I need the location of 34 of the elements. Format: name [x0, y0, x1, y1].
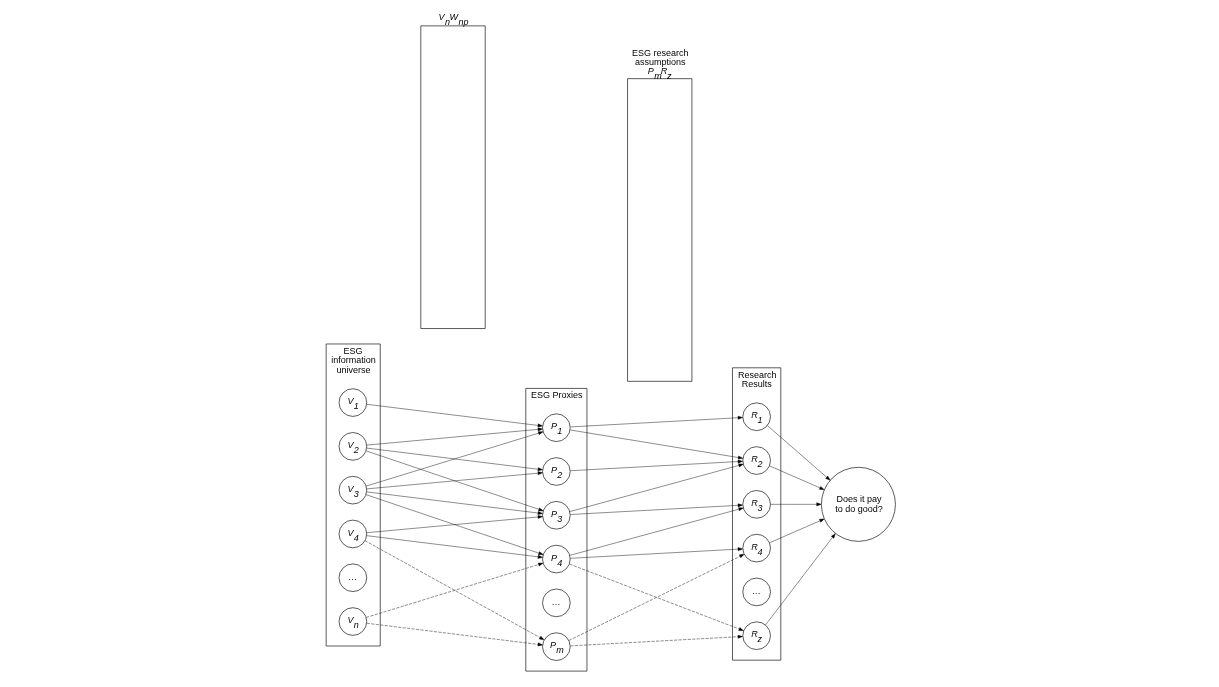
- arrow: [769, 465, 825, 490]
- arrow: [366, 427, 543, 446]
- arrow: [570, 415, 743, 428]
- arrow: [366, 450, 544, 512]
- arrow: [366, 471, 543, 490]
- arrow: [366, 491, 543, 515]
- arrow: [568, 554, 745, 641]
- arrow: [366, 404, 543, 428]
- arrow: [569, 429, 743, 460]
- arrow: [569, 463, 744, 512]
- arrow: [569, 563, 744, 631]
- arrow: [366, 447, 543, 472]
- node-box: [627, 78, 693, 382]
- arrow: [770, 502, 822, 507]
- node-label: ESG research assumptions: [632, 47, 689, 67]
- arrow: [569, 507, 744, 556]
- arrow: [366, 431, 544, 487]
- arrow: [366, 562, 544, 618]
- arrow: [366, 515, 543, 533]
- arrow: [570, 547, 743, 559]
- arrow: [570, 634, 743, 647]
- node-box: [420, 25, 486, 329]
- arrow: [765, 533, 836, 626]
- arrow: [366, 494, 544, 555]
- node-circle: …: [542, 588, 571, 618]
- arrow: [570, 459, 743, 471]
- node-circle: …: [742, 577, 771, 607]
- arrow: [364, 540, 545, 641]
- arrow: [366, 535, 543, 559]
- arrow: [767, 425, 831, 481]
- arrow: [769, 518, 825, 543]
- node-circle: …: [338, 563, 368, 592]
- arrow: [570, 503, 743, 515]
- arrow: [366, 623, 543, 647]
